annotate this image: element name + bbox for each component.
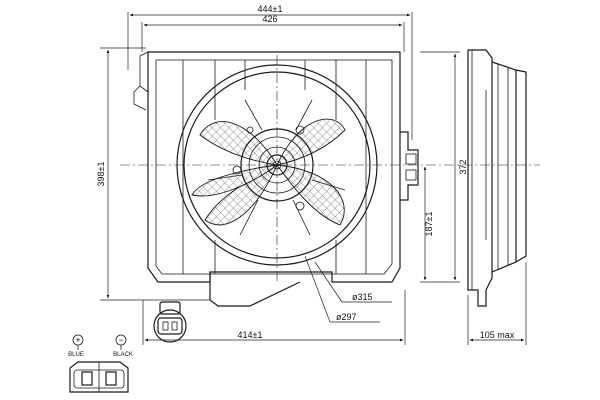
- plus-pin: [81, 371, 93, 386]
- dim-shroud-diameter: ø315: [352, 292, 373, 302]
- dim-overall-height: 398±1: [96, 162, 106, 187]
- connector-body: [69, 361, 129, 393]
- side-profile-outer: [467, 49, 493, 307]
- plus-wire-label: BLUE: [68, 352, 84, 358]
- minus-wire-label: BLACK: [113, 352, 133, 358]
- connector-pinout: + − BLUE BLACK: [68, 334, 133, 393]
- side-view: [467, 49, 527, 307]
- frame-ribs: [182, 60, 367, 274]
- radiator-frame: [147, 51, 401, 283]
- dimension-lines: [100, 12, 527, 345]
- dim-fan-diameter: ø297: [336, 312, 357, 322]
- side-profile-motor: [515, 69, 527, 263]
- minus-symbol: −: [118, 335, 123, 345]
- dim-center-height: 187±1: [424, 212, 434, 237]
- dim-depth: 105 max: [480, 330, 515, 340]
- frame-top-flange: [139, 51, 149, 93]
- dimension-labels: 444±1 426 398±1 372 187±1 ø315 ø297 414±…: [96, 4, 515, 340]
- dim-base-width: 414±1: [238, 330, 263, 340]
- dim-inner-width: 426: [262, 14, 277, 24]
- frame-inner-edge: [155, 59, 393, 275]
- plus-symbol: +: [75, 335, 80, 345]
- front-view: [120, 51, 540, 307]
- minus-pin: [105, 371, 117, 386]
- motor-lead-housing: [209, 272, 301, 307]
- side-profile-shroud: [491, 61, 517, 273]
- right-mount-bracket: [400, 131, 419, 201]
- fan-blades: [191, 118, 346, 226]
- connector-socket-small: [153, 301, 187, 343]
- dim-frame-height: 372: [458, 159, 468, 174]
- dim-overall-width: 444±1: [258, 4, 283, 14]
